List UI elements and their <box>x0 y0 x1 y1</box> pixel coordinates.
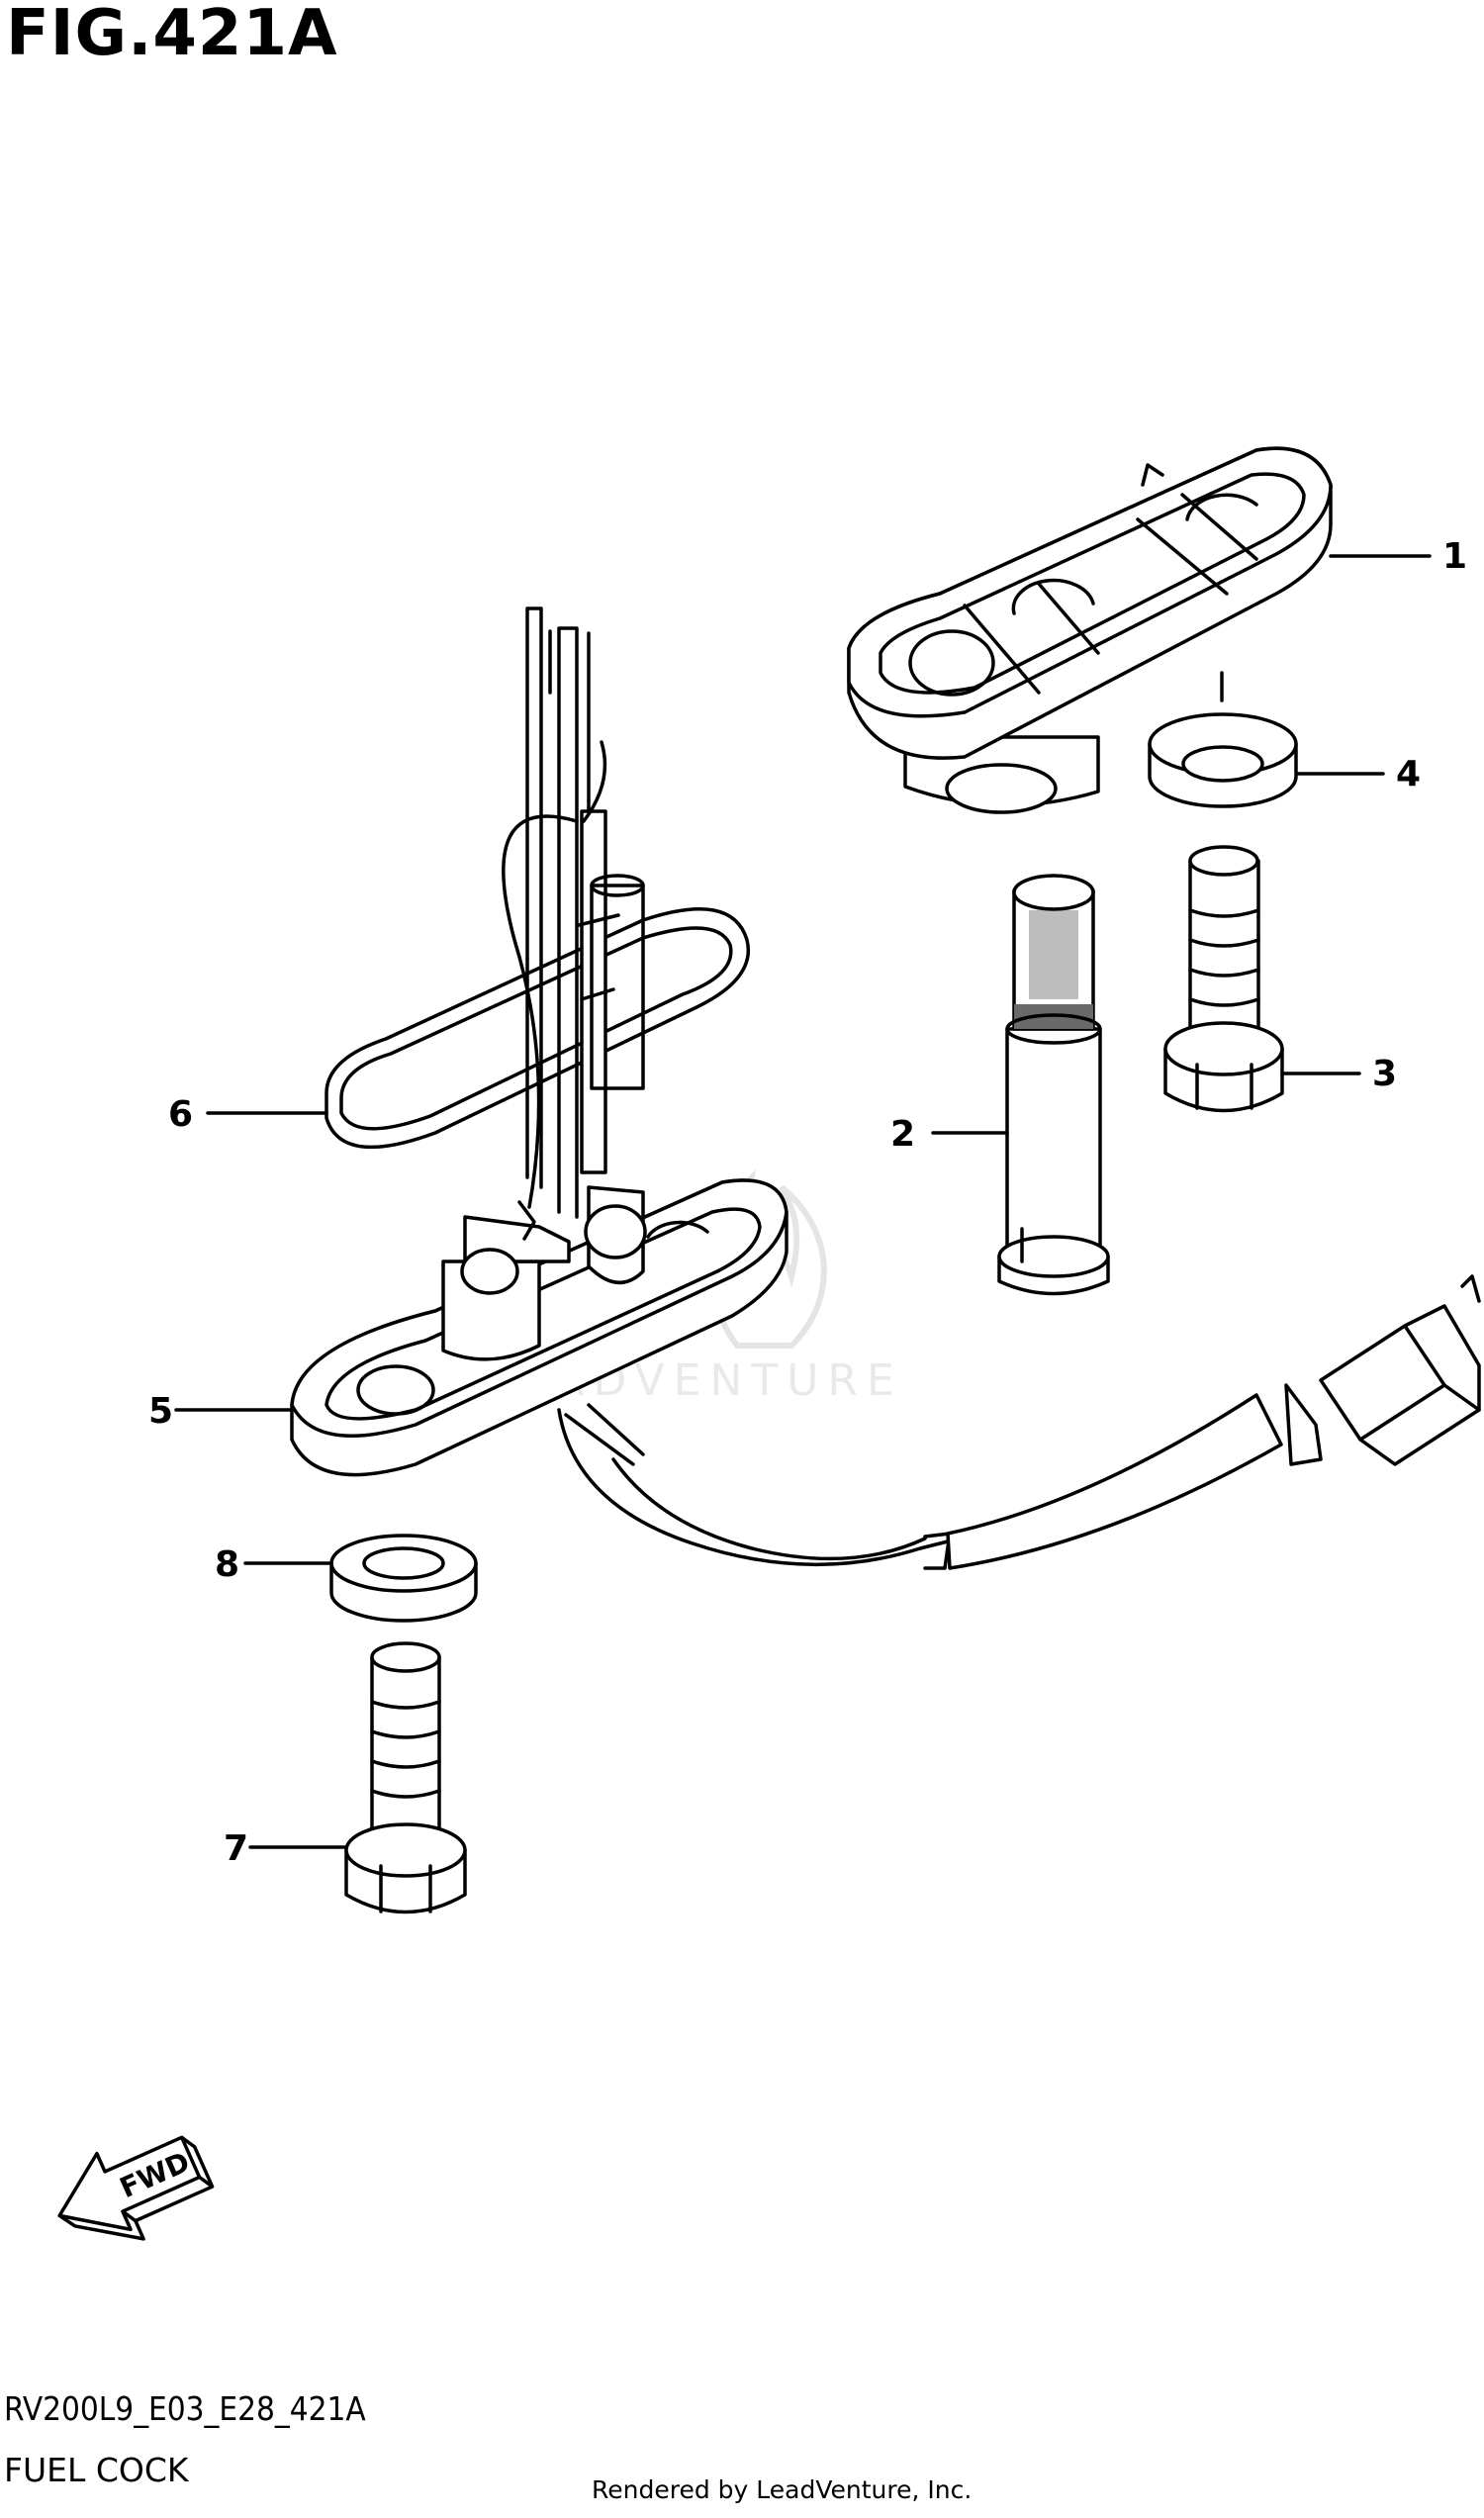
part-6-gasket[interactable] <box>325 907 750 1150</box>
part-5-fuel-sender[interactable] <box>290 606 1481 1570</box>
rendered-by-credit: Rendered by LeadVenture, Inc. <box>592 2475 973 2504</box>
callout-2: 2 <box>890 1114 915 1155</box>
callout-1: 1 <box>1442 536 1467 577</box>
part-4-washer[interactable] <box>1148 712 1298 808</box>
callout-3: 3 <box>1372 1054 1397 1094</box>
callout-5: 5 <box>148 1391 173 1432</box>
model-code: RV200L9_E03_E28_421A <box>4 2389 366 2428</box>
part-3-bolt[interactable] <box>1163 845 1284 1113</box>
callout-7: 7 <box>224 1828 248 1869</box>
callout-4: 4 <box>1396 754 1421 794</box>
callout-labels: 1 2 3 4 5 6 7 8 <box>148 536 1467 1869</box>
part-2-fuel-filter[interactable] <box>997 874 1110 1296</box>
figure-title: FIG.421A <box>6 0 338 70</box>
callout-8: 8 <box>215 1544 239 1585</box>
callout-6: 6 <box>168 1094 193 1135</box>
section-name: FUEL COCK <box>4 2451 189 2489</box>
part-1-cover-plate[interactable] <box>847 446 1333 814</box>
fwd-arrow-icon <box>57 2135 202 2232</box>
fwd-direction-arrow: FWD <box>57 2135 215 2241</box>
part-7-bolt[interactable] <box>344 1641 467 1914</box>
part-8-washer[interactable] <box>329 1534 478 1623</box>
